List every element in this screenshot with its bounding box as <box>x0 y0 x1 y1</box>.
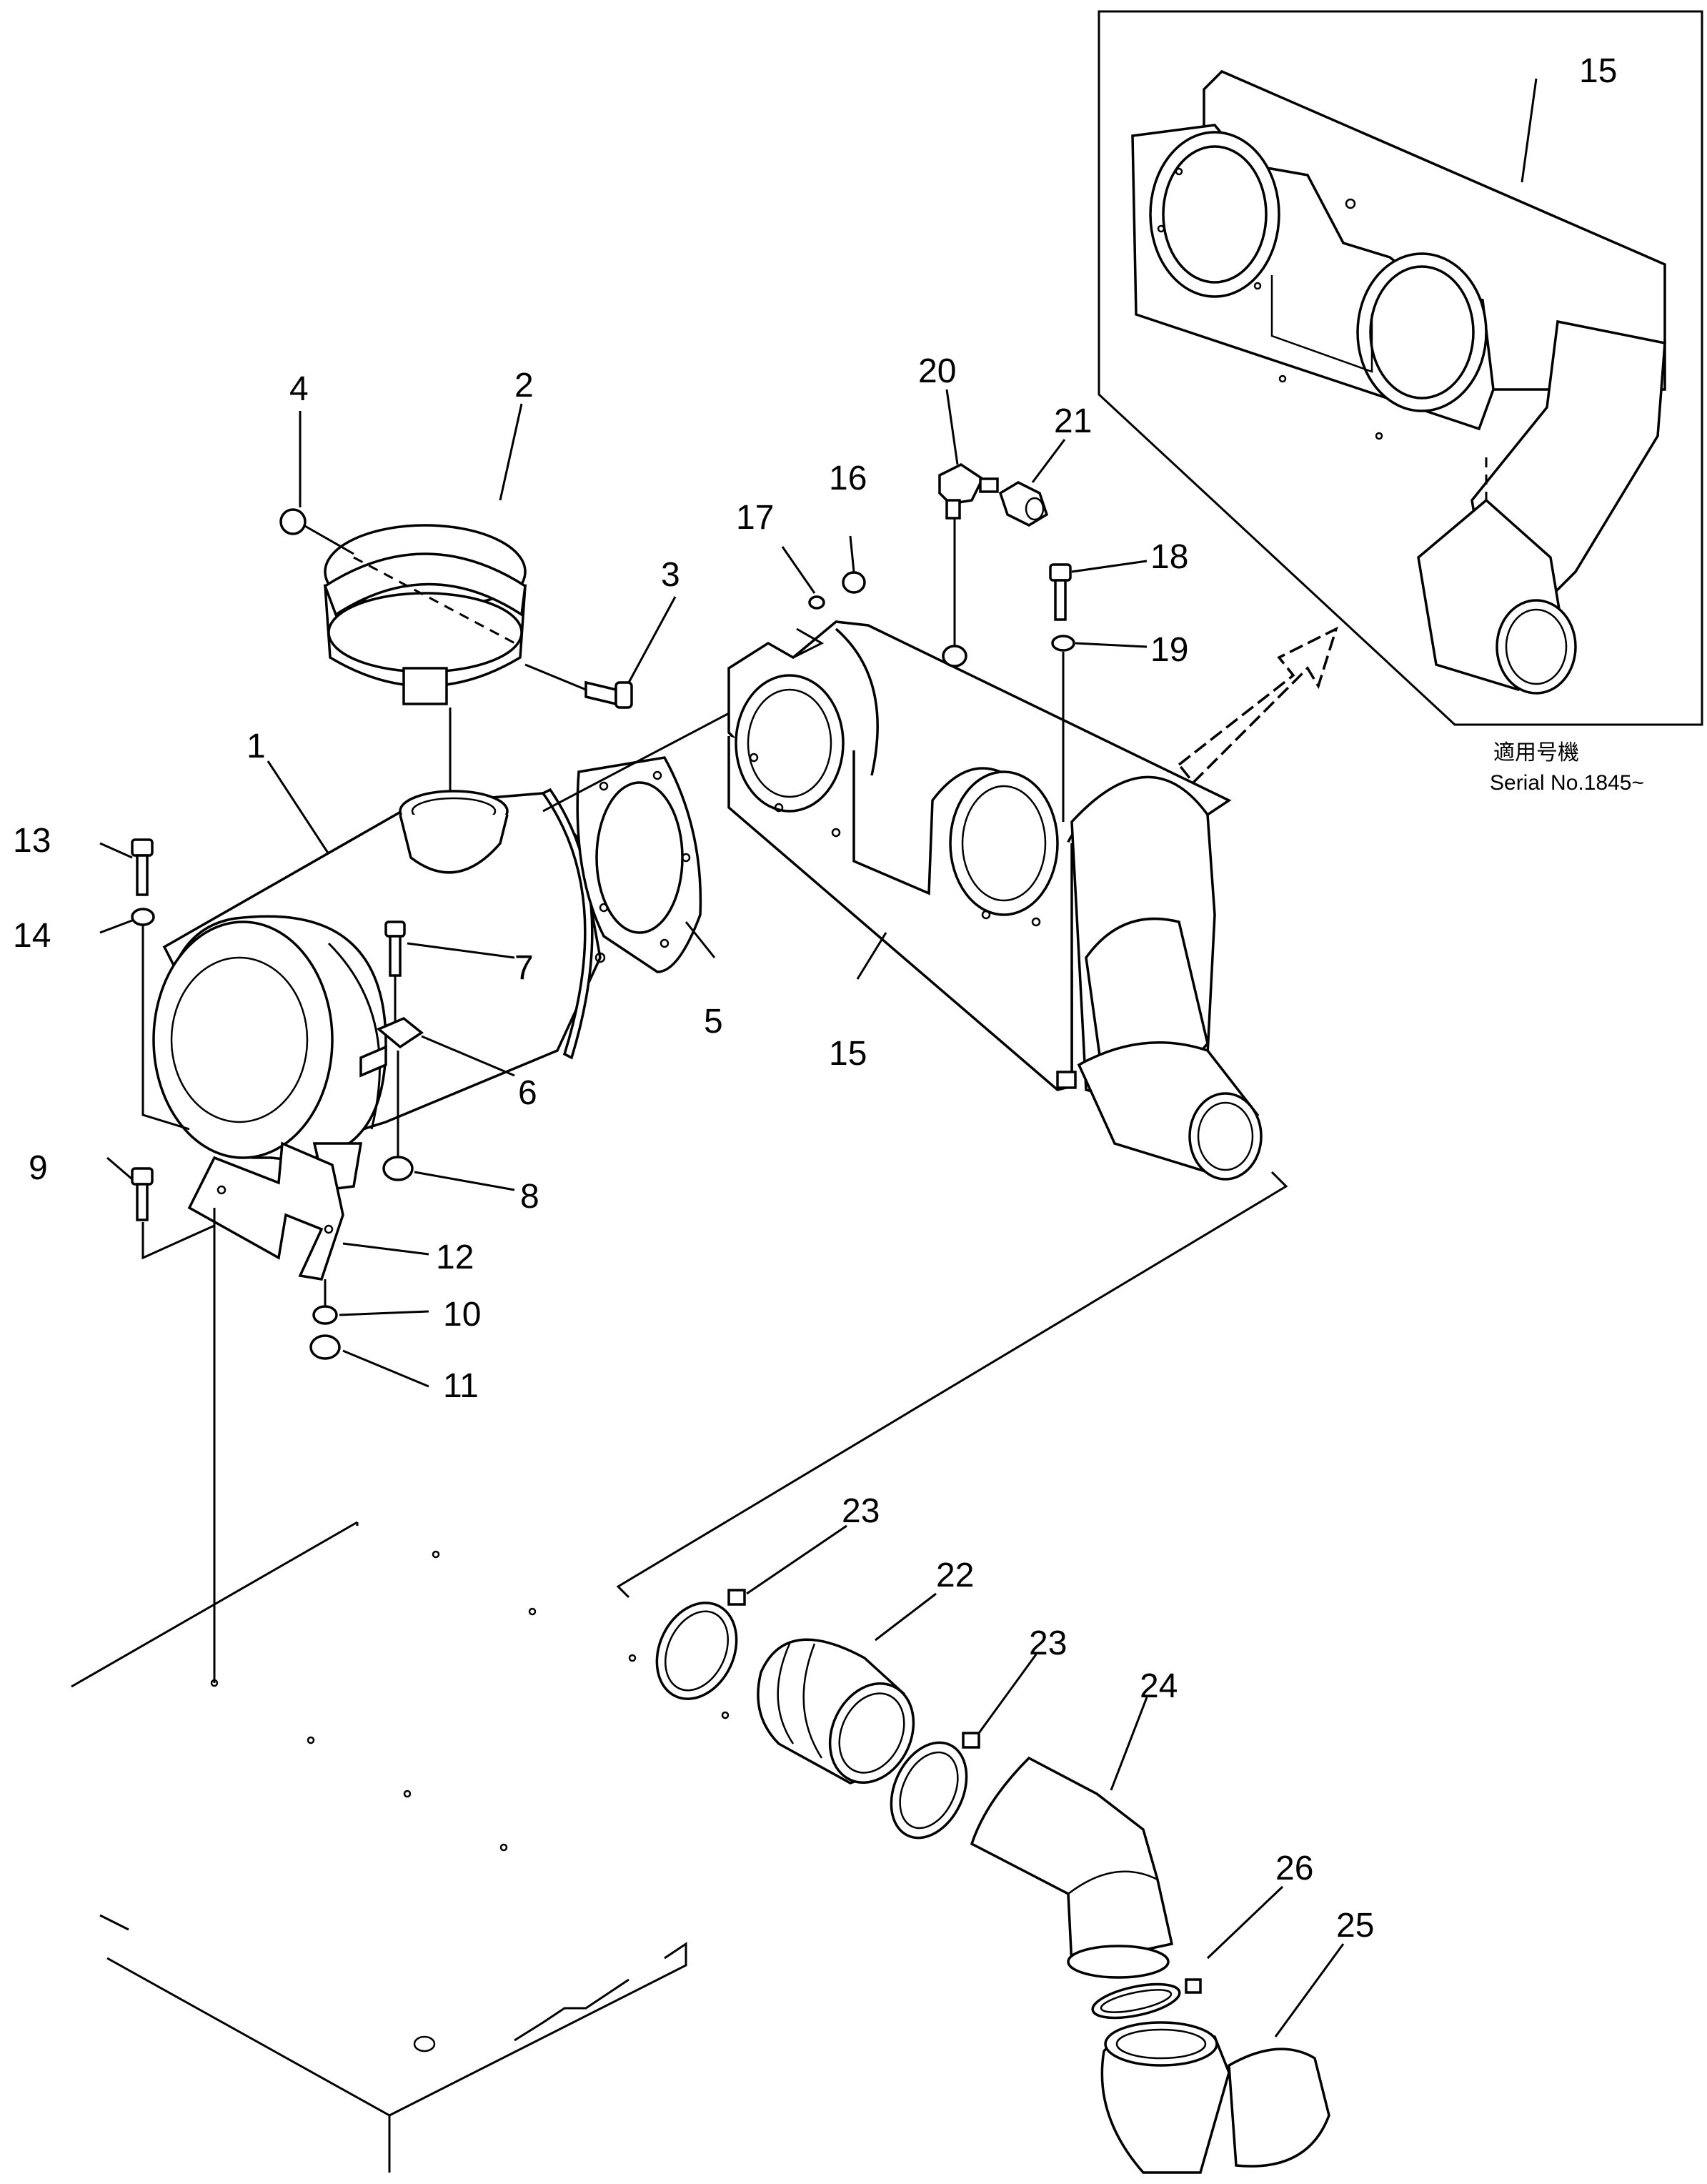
label-part-9: 9 <box>29 1149 48 1187</box>
part-18-bolt <box>1049 563 1072 621</box>
part-13-bolt <box>131 838 154 896</box>
label-part-24: 24 <box>1140 1667 1178 1705</box>
label-part-21: 21 <box>1054 402 1092 440</box>
label-part-15: 15 <box>829 1035 867 1073</box>
part-14-washer <box>131 908 155 926</box>
part-16-nut <box>842 571 866 594</box>
label-part-2: 2 <box>514 367 534 404</box>
label-part-14: 14 <box>13 917 51 955</box>
part-23-clamp-b <box>890 1732 980 1840</box>
leader-lines <box>99 389 1345 2037</box>
part-20-elbow-fitting <box>938 462 999 520</box>
part-4-nut <box>279 508 307 535</box>
part-23-clamp-a <box>655 1589 746 1700</box>
direction-arrow <box>1177 626 1338 785</box>
part-3-bolt <box>524 663 633 709</box>
part-26-clamp <box>1091 1978 1202 2020</box>
part-25-elbow <box>1100 2021 1330 2174</box>
part-2-cap <box>323 524 527 705</box>
label-part-17: 17 <box>736 499 774 537</box>
label-part-22: 22 <box>936 1557 974 1594</box>
label-part-19: 19 <box>1150 631 1188 669</box>
label-part-5: 5 <box>704 1003 723 1041</box>
part-5-gasket <box>576 756 702 973</box>
part-6-clamp <box>359 1016 424 1078</box>
label-part-1: 1 <box>247 728 266 765</box>
label-part-10: 10 <box>443 1296 481 1334</box>
part-10-washer <box>312 1305 338 1325</box>
part-7-bolt <box>384 920 406 1026</box>
label-part-13: 13 <box>13 822 51 860</box>
part-12-bracket <box>187 1141 344 1281</box>
part-9-bolt <box>131 1167 154 1221</box>
part-21-cap <box>998 481 1049 527</box>
label-part-7: 7 <box>514 949 534 987</box>
part-11-nut <box>309 1334 341 1360</box>
label-part-12: 12 <box>436 1239 474 1276</box>
label-part-4: 4 <box>289 370 309 408</box>
part-24-elbow <box>970 1756 1174 1979</box>
inset-note-jp: 適用号機 <box>1493 741 1579 765</box>
label-part-3: 3 <box>661 556 680 594</box>
label-part-23-a: 23 <box>842 1492 880 1530</box>
label-part-20: 20 <box>918 352 956 390</box>
inset-note-serial: Serial No.1845~ <box>1490 771 1644 795</box>
part-22-boot <box>757 1638 915 1785</box>
label-part-25: 25 <box>1336 1907 1374 1945</box>
part-8-nut <box>382 1156 414 1181</box>
label-part-16: 16 <box>829 460 867 497</box>
base-plate <box>71 1521 730 2173</box>
label-part-11: 11 <box>443 1367 479 1405</box>
part-19-washer <box>1051 635 1075 652</box>
part-17-washer <box>808 595 825 610</box>
label-part-18: 18 <box>1150 538 1188 576</box>
label-part-6: 6 <box>518 1074 537 1112</box>
label-part-8: 8 <box>520 1178 539 1216</box>
inset-part-label: 15 <box>1579 52 1617 90</box>
inset-panel <box>1098 10 1703 726</box>
label-part-23-b: 23 <box>1029 1624 1067 1662</box>
part-15-duct-housing <box>727 620 1263 1181</box>
label-part-26: 26 <box>1275 1850 1313 1887</box>
part-1-air-cleaner <box>152 788 606 1191</box>
